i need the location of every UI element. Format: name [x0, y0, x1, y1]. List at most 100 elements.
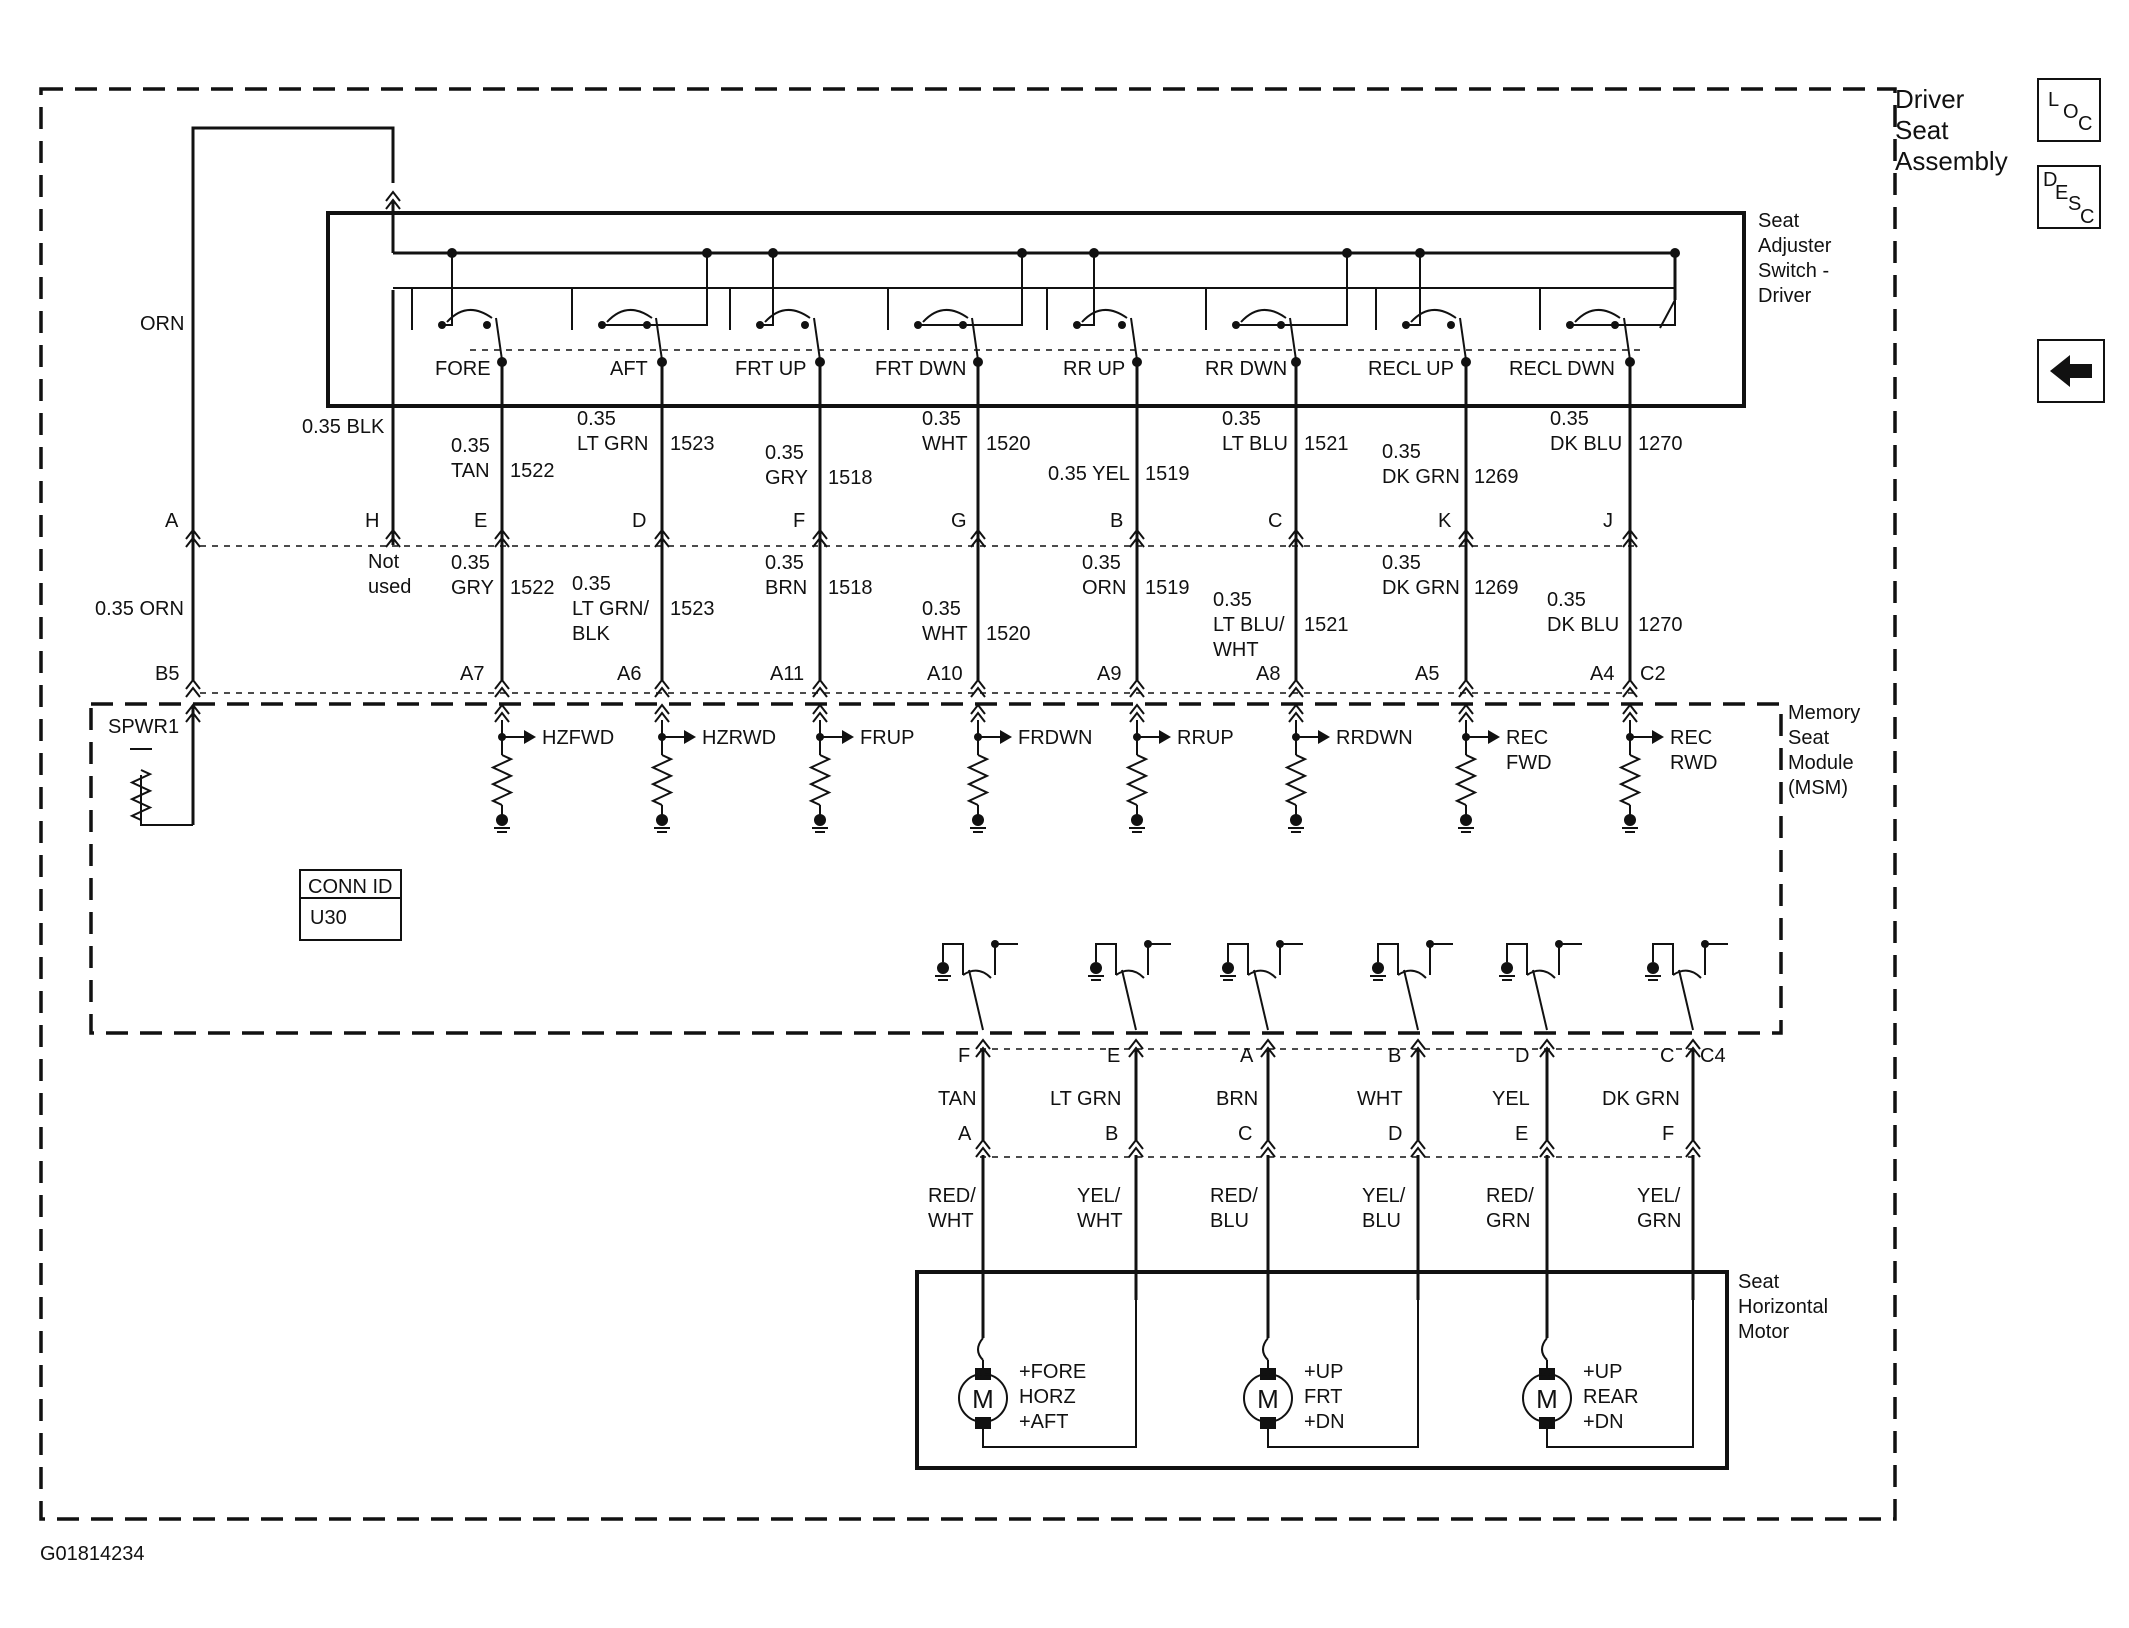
msm-input-arrow — [1159, 730, 1171, 744]
connector-chevron — [654, 528, 670, 540]
motor-lead — [977, 1337, 984, 1361]
motor-connector-id: C4 — [1700, 1045, 1726, 1067]
connector-pin-label: J — [1603, 510, 1613, 532]
motor-brush — [975, 1417, 991, 1429]
resistor-symbol — [966, 754, 990, 806]
ground-symbol — [937, 962, 949, 974]
orn-wire-label: ORN — [140, 313, 184, 335]
lower-wire-color: DK GRN — [1382, 577, 1460, 599]
motor-return-wire — [1546, 1300, 1694, 1448]
connector-pin-label: A10 — [927, 663, 963, 685]
switch-blade — [1130, 317, 1138, 361]
connector-chevron — [1410, 1038, 1426, 1050]
upper-wire-circuit: 1520 — [986, 433, 1031, 455]
upper-wire-color: LT GRN — [577, 433, 649, 455]
msm-input-label: RRDWN — [1336, 727, 1413, 749]
msm-input-label: REC — [1670, 727, 1712, 749]
relay-arc — [1397, 969, 1427, 979]
ground-symbol — [1501, 962, 1513, 974]
connector-pin-label: A4 — [1590, 663, 1614, 685]
resistor-symbol — [808, 754, 832, 806]
resistor-symbol — [1125, 754, 1149, 806]
connector-chevron — [1685, 1038, 1701, 1050]
assembly-title: Driver — [1895, 84, 1965, 114]
switch-blade — [495, 317, 503, 361]
motor-connector-pin: F — [1662, 1123, 1674, 1145]
orn-feed-wire — [191, 126, 395, 545]
connector-chevron — [1685, 1046, 1701, 1058]
connector-chevron — [975, 1138, 991, 1150]
connector-chevron — [1458, 711, 1474, 723]
spwr-label: SPWR1 — [108, 716, 179, 738]
connector-chevron — [185, 528, 201, 540]
relay-arc — [1115, 969, 1145, 979]
connector-chevron — [812, 686, 828, 698]
switch-wire — [602, 290, 708, 326]
connector-chevron — [654, 703, 670, 715]
motor-label: HORZ — [1019, 1386, 1076, 1408]
relay-blade — [1532, 969, 1548, 1031]
switch-position-label: RR DWN — [1205, 358, 1287, 380]
lower-wire-color: DK BLU — [1547, 614, 1619, 636]
desc-icon: D — [2043, 169, 2057, 191]
motor-wire-color: YEL/ — [1362, 1185, 1406, 1207]
motor-box-title: Seat — [1738, 1271, 1780, 1293]
relay-wire — [1506, 943, 1528, 975]
connector-chevron — [494, 686, 510, 698]
switch-title: Switch - — [1758, 260, 1829, 282]
connector-chevron — [1288, 686, 1304, 698]
motor-connector-pin: A — [1240, 1045, 1254, 1067]
msm-input-arrow — [1000, 730, 1012, 744]
connector-chevron — [812, 678, 828, 690]
loc-icon: L — [2048, 89, 2059, 111]
switch-wire — [1236, 290, 1348, 326]
ground-symbol — [1222, 962, 1234, 974]
connector-chevron — [385, 528, 401, 540]
switch-position-label: FORE — [435, 358, 491, 380]
contact-dot — [643, 321, 651, 329]
desc-icon: C — [2080, 206, 2094, 228]
connector-chevron — [494, 711, 510, 723]
connector-chevron — [1288, 536, 1304, 548]
relay-wire — [1227, 943, 1249, 975]
ground-symbol — [496, 814, 508, 826]
connector-chevron — [1128, 1046, 1144, 1058]
motor-label: +DN — [1304, 1411, 1345, 1433]
upper-wire-circuit: 1270 — [1638, 433, 1683, 455]
connector-chevron — [812, 703, 828, 715]
msm-input-arrow — [1318, 730, 1330, 744]
switch-wire — [1406, 290, 1421, 326]
lower-wire-circuit: 1521 — [1304, 614, 1349, 636]
connector-chevron — [385, 536, 401, 548]
relay-arc — [962, 969, 992, 979]
desc-icon: S — [2068, 193, 2081, 215]
connector-chevron — [494, 703, 510, 715]
motor-wire-color: RED/ — [928, 1185, 976, 1207]
upper-wire-color: 0.35 — [1382, 441, 1421, 463]
motor-connector-pin: B — [1388, 1045, 1401, 1067]
upper-wire-circuit: 1522 — [510, 460, 555, 482]
ground-symbol — [1624, 814, 1636, 826]
motor-wire-color: YEL/ — [1637, 1185, 1681, 1207]
lower-wire-color: 0.35 — [1382, 552, 1421, 574]
lower-wire-color: 0.35 — [572, 573, 611, 595]
msm-input-arrow — [842, 730, 854, 744]
relay-arc — [1526, 969, 1556, 979]
connector-chevron — [812, 711, 828, 723]
switch-blade — [971, 317, 979, 361]
connector-chevron — [1539, 1038, 1555, 1050]
memory-seat-module-boundary — [89, 702, 1783, 1035]
upper-wire-circuit: 1521 — [1304, 433, 1349, 455]
connector-chevron — [1410, 1046, 1426, 1058]
lower-wire-color: 0.35 — [1082, 552, 1121, 574]
motor-brush — [1260, 1417, 1276, 1429]
msm-input-label: RWD — [1670, 752, 1717, 774]
connector-chevron — [185, 536, 201, 548]
connector-id-label: C2 — [1640, 663, 1666, 685]
lower-wire-color: LT BLU/ — [1213, 614, 1285, 636]
connector-chevron — [1260, 1046, 1276, 1058]
relay-wire — [1377, 943, 1399, 975]
switch-arc — [922, 309, 969, 323]
contact-dot — [914, 321, 922, 329]
connector-pin-label: G — [951, 510, 967, 532]
